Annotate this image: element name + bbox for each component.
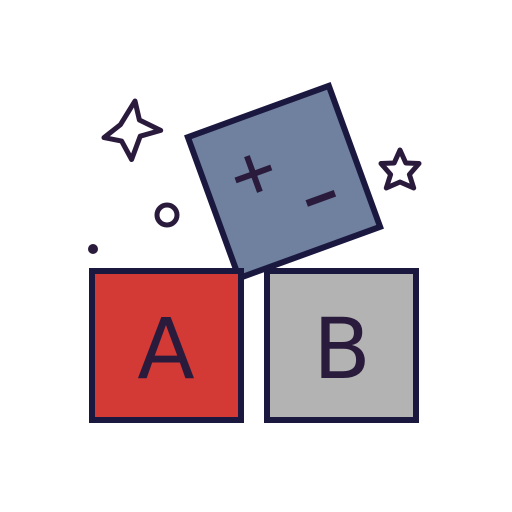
block-b-letter: B [313, 300, 371, 398]
block-a-face [89, 268, 244, 423]
star-icon-large [101, 98, 164, 162]
dot-icon [88, 244, 98, 254]
math-block-face [184, 82, 384, 282]
math-block [184, 82, 384, 282]
block-a-letter: A [137, 300, 194, 398]
minus-icon [305, 189, 337, 207]
block-b-face [264, 268, 419, 423]
block-a: A [89, 268, 244, 423]
plus-icon [234, 155, 273, 193]
block-b: B [264, 268, 419, 423]
ring-icon [154, 202, 180, 228]
star-icon-small [378, 147, 422, 191]
